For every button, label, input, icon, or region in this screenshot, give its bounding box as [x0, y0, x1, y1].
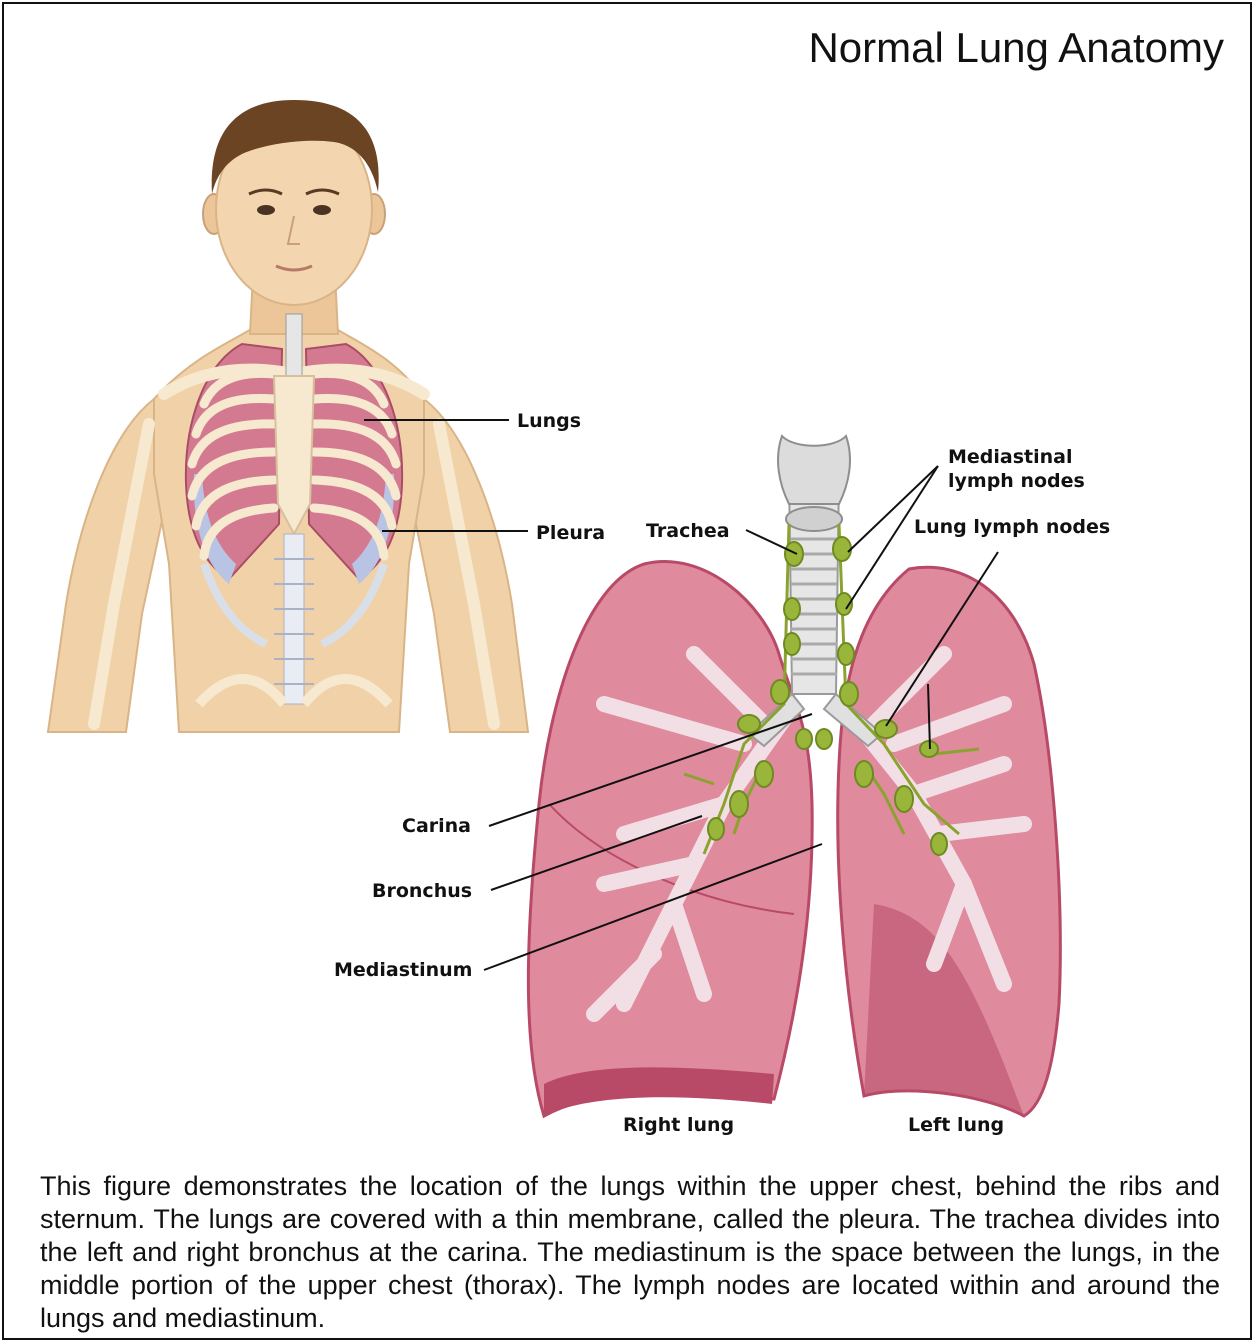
label-mediastinal-lymph-nodes-2: lymph nodes	[948, 470, 1085, 492]
anatomy-illustration: Lungs Pleura Trachea Mediastinal lymph n…	[4, 4, 1252, 1164]
label-carina: Carina	[402, 815, 471, 837]
label-lungs: Lungs	[517, 410, 581, 432]
label-trachea: Trachea	[646, 520, 730, 542]
label-right-lung: Right lung	[623, 1114, 734, 1136]
lung-detail	[528, 436, 1060, 1116]
torso-figure	[48, 100, 528, 732]
figure-caption: This figure demonstrates the location of…	[40, 1170, 1220, 1335]
label-pleura: Pleura	[536, 522, 605, 544]
label-mediastinal-lymph-nodes-1: Mediastinal	[948, 446, 1073, 468]
label-left-lung: Left lung	[908, 1114, 1004, 1136]
label-lung-lymph-nodes: Lung lymph nodes	[914, 516, 1110, 538]
label-bronchus: Bronchus	[372, 880, 472, 902]
label-mediastinum: Mediastinum	[334, 959, 472, 981]
